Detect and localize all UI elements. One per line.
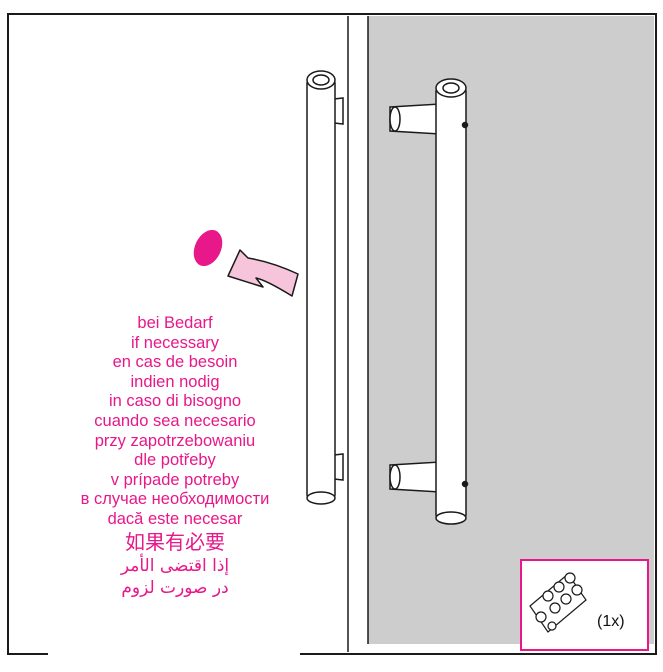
quantity-label: (1x) [597,613,625,630]
caption-cs: dle potřeby [134,451,216,470]
caption-ro: dacă este necesar [107,509,243,528]
caption-en: if necessary [130,333,220,352]
caption-es: cuando sea necesario [94,411,256,430]
caption-sk: v prípade potreby [110,470,240,489]
caption-nl: indien nodig [130,372,220,391]
parts-box [520,559,649,651]
caption-fr: en cas de besoin [112,353,238,372]
caption-fa: در صورت لزوم [121,577,229,598]
felt-pad-sheet-icon [529,572,587,633]
caption-text-block: bei Bedarf if necessary en cas de besoin… [36,314,314,599]
caption-it: in caso di bisogno [108,392,242,411]
placement-arrow [227,249,299,297]
caption-de: bei Bedarf [137,314,213,332]
caption-ar: إذا اقتضى الأمر [120,555,230,576]
right-door-handle [389,78,469,525]
left-door-handle [306,70,344,505]
felt-pad-dot [193,229,223,267]
caption-zh: 如果有必要 [125,529,225,554]
caption-ru: в случае необходимости [80,490,270,509]
caption-pl: przy zapotrzebowaniu [94,431,256,450]
diagram-frame [7,13,657,655]
